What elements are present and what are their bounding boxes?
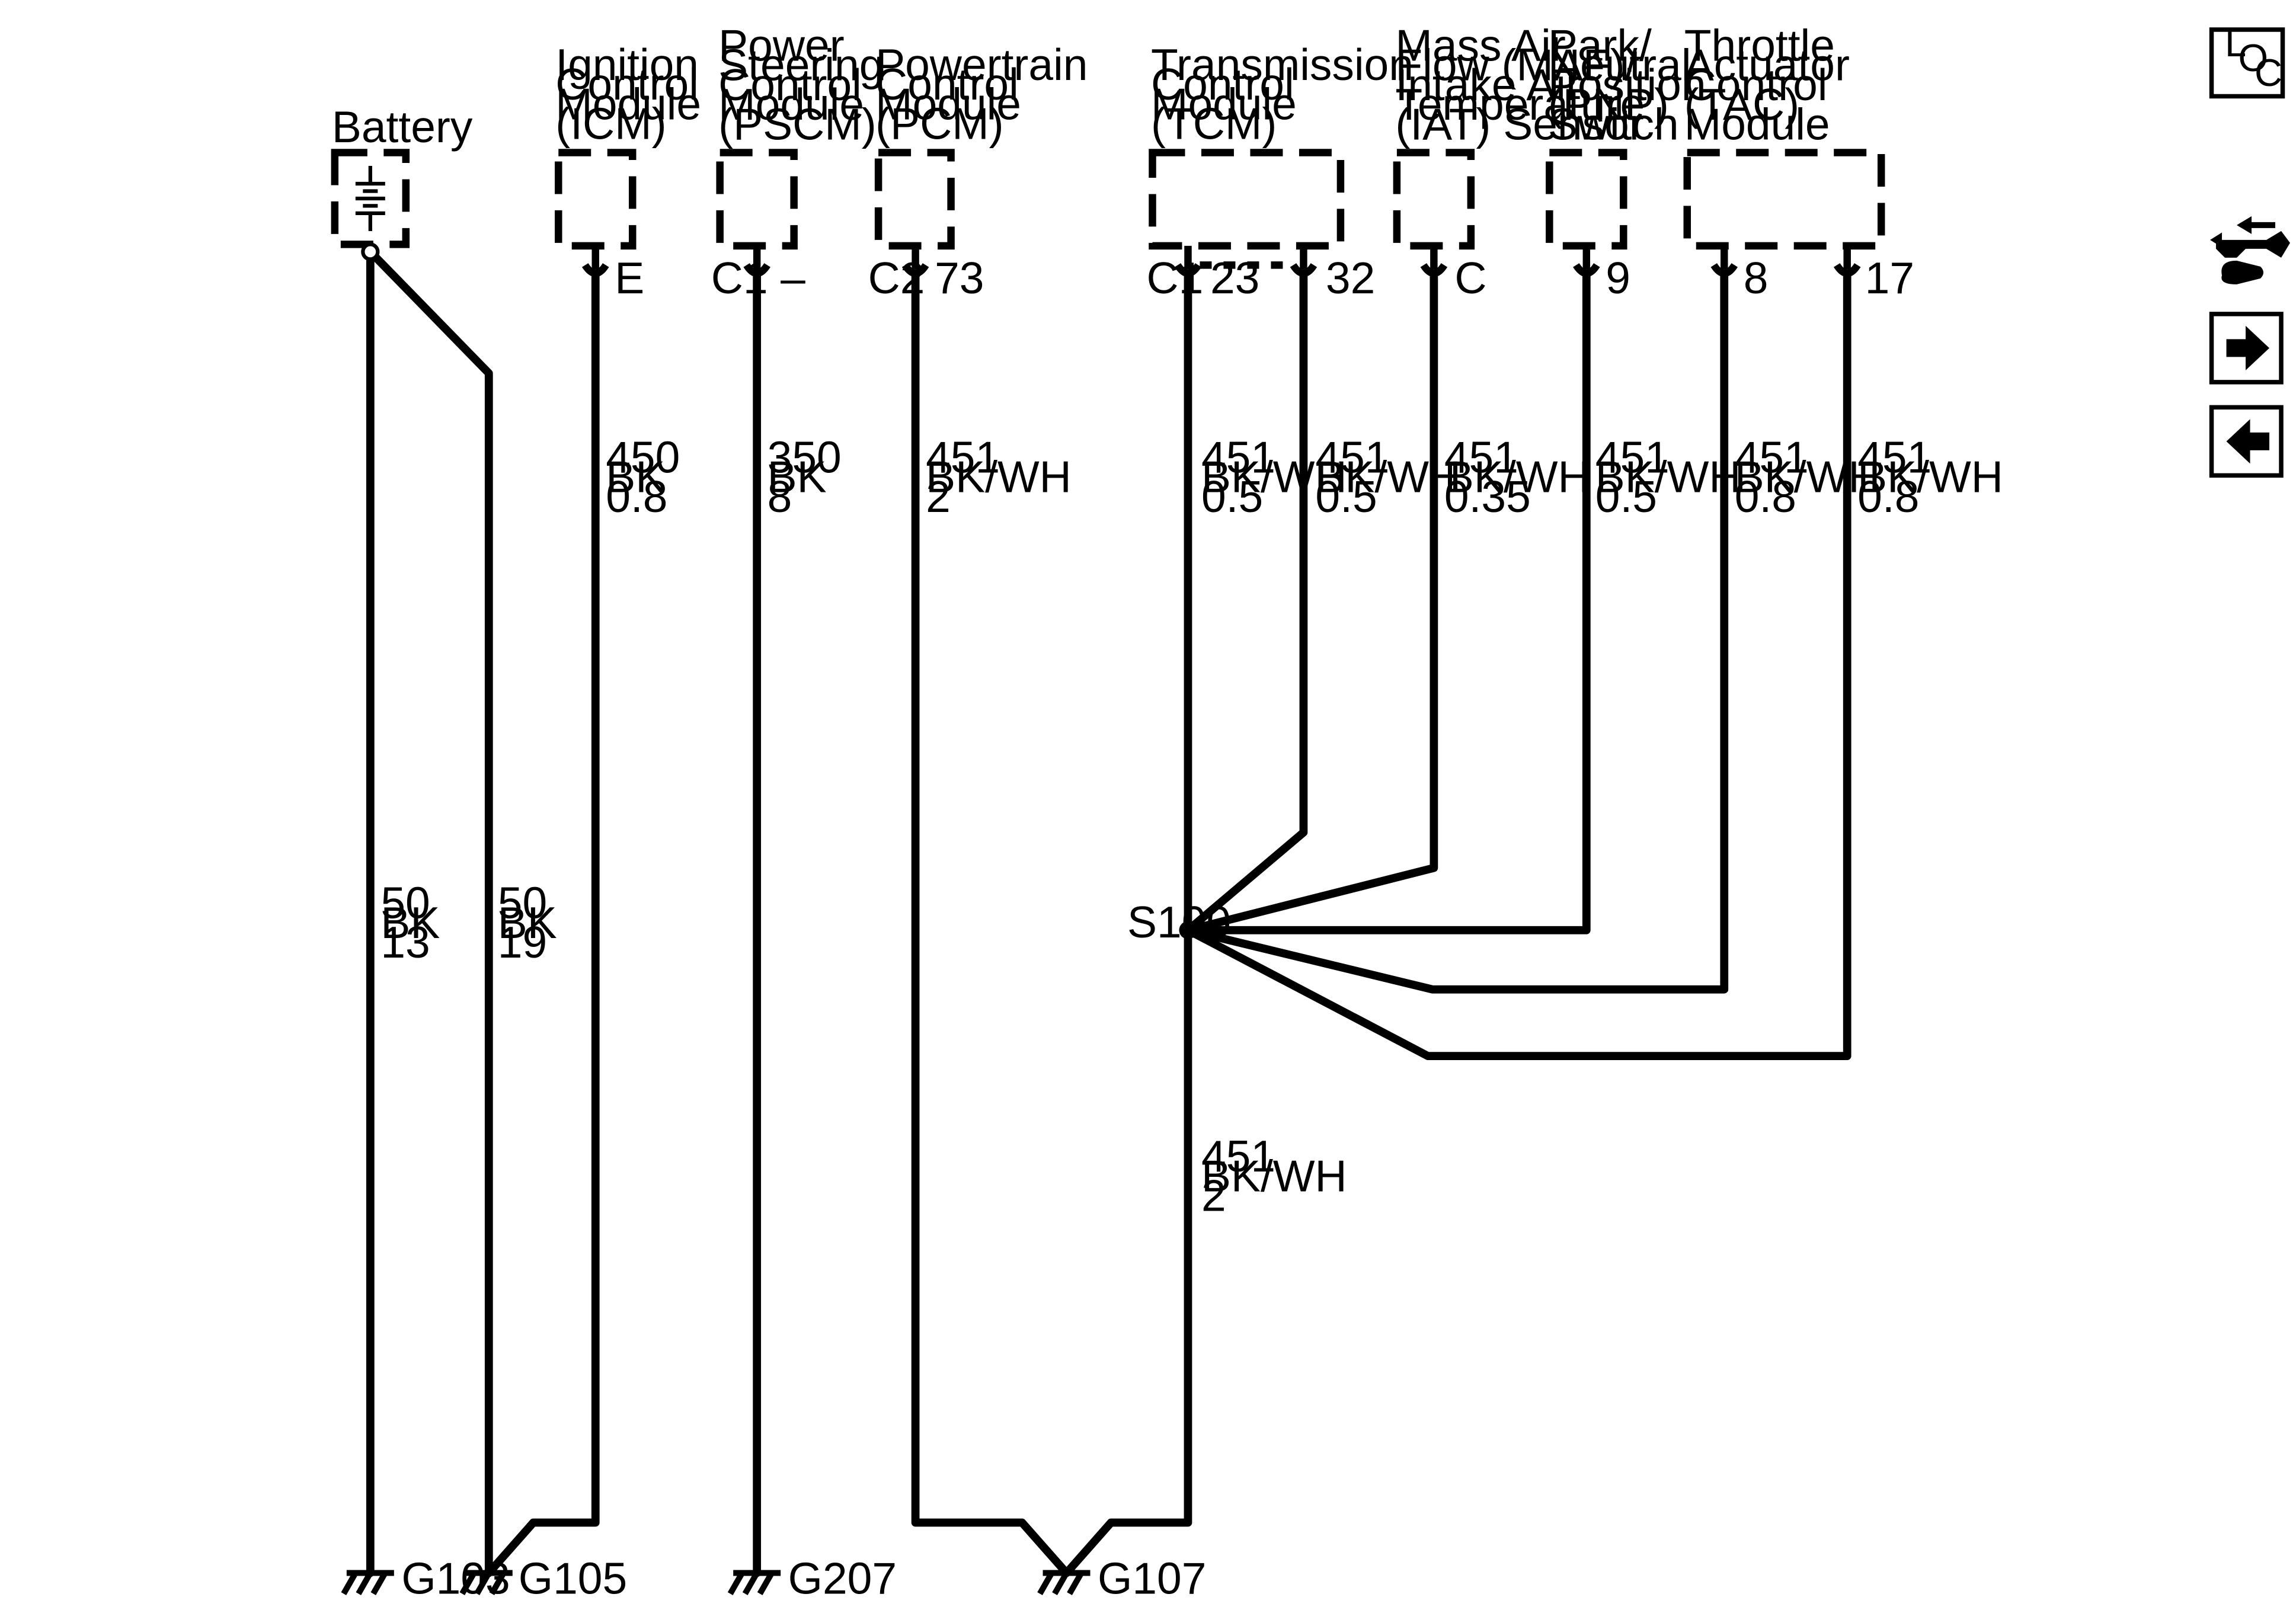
svg-text:451BK/WH2: 451BK/WH2 [1201,1131,1347,1220]
splice-s100 [1179,921,1197,939]
svg-text:451BK/WH0.5: 451BK/WH0.5 [1201,432,1347,521]
wires [361,242,1851,1577]
ground-icon [341,1570,394,1595]
connector-diagram-icon[interactable] [2210,216,2291,284]
svg-text:O: O [2239,36,2269,79]
wire-splice-ground [1062,271,1192,1577]
pcm-pin: 73 [935,253,984,303]
svg-text:451BK/WH0.8: 451BK/WH0.8 [1857,432,2003,521]
svg-text:G103: G103 [401,1554,510,1603]
wire-tcm-32 [1184,271,1308,934]
svg-text:G105: G105 [519,1554,627,1603]
ground-icon [727,1570,781,1595]
icm-pin: E [615,253,644,303]
tac-pin-8: 8 [1744,253,1769,303]
svg-text:451BK/WH0.5: 451BK/WH0.5 [1595,432,1741,521]
svg-text:50BK19: 50BK19 [498,878,557,967]
maf-iat-sensor: Mass Air Flow (MAF)/ Intake Air Temperat… [1393,20,1657,303]
tcm-pin-23: 23 [1210,253,1259,303]
wire-tac-8 [1184,271,1729,994]
wire-tac-17 [1184,271,1851,1061]
battery-icon [355,165,385,231]
battery-label: Battery [332,102,473,152]
ground-g107: G107 [1037,1554,1206,1603]
svg-text:451BK/WH2: 451BK/WH2 [926,432,1072,521]
tcm-connector: C1 [1147,253,1204,303]
wire-battery-right [369,251,493,1577]
ground-g105: G105 [459,1554,627,1603]
pnp-pin: 9 [1606,253,1630,303]
tcm-pin-32: 32 [1326,253,1375,303]
svg-text:G107: G107 [1098,1554,1206,1603]
svg-text:Power Steering Con: Power Steering Control Module (PSCM) [718,20,896,149]
svg-text:451BK/WH0.5: 451BK/WH0.5 [1315,432,1461,521]
svg-text:L: L [2225,21,2246,65]
svg-text:Transmission Control: Transmission Control Module (TCM) [1151,40,1426,149]
ground-icon [459,1570,513,1595]
svg-text:Powertrain Control: Powertrain Control Module (PCM) [875,40,1100,149]
tac-module: Throttle Actuator Control (TAC) Module 8… [1683,20,1914,303]
tcm-module: Transmission Control Module (TCM) C1 23 … [1147,40,1426,303]
svg-text:Mass Air Flow (MAF)/: Mass Air Flow (MAF)/ Intake Air Temperat… [1395,20,1657,149]
svg-text:G207: G207 [788,1554,897,1603]
svg-text:C: C [2255,51,2282,94]
ground-g207: G207 [727,1554,897,1603]
wire-maf [1184,271,1438,934]
maf-pin: C [1454,253,1486,303]
previous-arrow-icon[interactable] [2209,405,2284,478]
loc-button[interactable]: L O C [2209,21,2285,99]
svg-text:Throttle Actuator: Throttle Actuator Control (TAC) Module [1684,20,1862,149]
next-arrow-icon[interactable] [2209,312,2284,385]
svg-text:451BK/WH0.8: 451BK/WH0.8 [1735,432,1881,521]
svg-text:450BK0.8: 450BK0.8 [606,432,680,521]
svg-text:451BK/WH0.35: 451BK/WH0.35 [1444,432,1590,521]
svg-text:Park/ Neutral Posi: Park/ Neutral Position (PNP) Switch [1548,20,1719,149]
wire-pnp [1184,271,1591,934]
battery: Battery [331,102,473,248]
splice-label: S100 [1127,897,1231,947]
wire-pcm [911,271,1071,1577]
wire-labels: 50BK13 50BK19 450BK0.8 350BK8 451BK/WH2 … [380,432,2003,1220]
pcm-module: Powertrain Control Module (PCM) C2 73 [868,40,1100,303]
ground-g103: G103 [341,1554,510,1603]
icm-module: Ignition Control Module (ICM) E [555,40,714,303]
svg-text:Ignition Control M: Ignition Control Module (ICM) [555,40,714,149]
pscm-module: Power Steering Control Module (PSCM) C1 … [711,20,896,303]
pscm-pin: – [781,253,805,303]
svg-text:350BK8: 350BK8 [768,432,842,521]
wire-icm [484,271,600,1577]
ground-icon [1037,1570,1091,1595]
svg-text:50BK13: 50BK13 [380,878,440,967]
tac-pin-17: 17 [1865,253,1914,303]
